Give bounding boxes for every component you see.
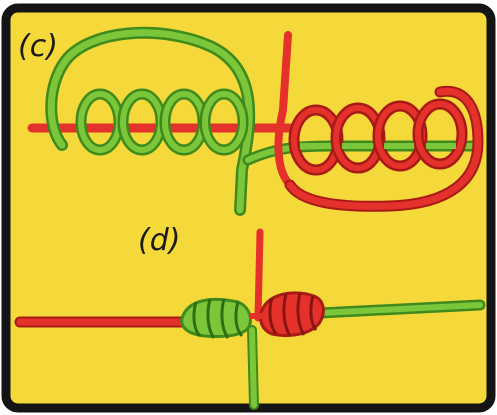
red-tag-end-d: [254, 228, 264, 322]
red-coils: [288, 98, 468, 176]
panel-label-c: (c): [18, 29, 58, 64]
panel-label-d: (d): [138, 223, 180, 258]
panel-c-tie: [27, 26, 484, 216]
green-coils: [75, 88, 249, 156]
panel-d-finished-knot: [14, 228, 486, 410]
green-wraps: [180, 297, 252, 339]
red-wraps: [258, 291, 325, 337]
red-tag-end-c: [274, 31, 294, 189]
